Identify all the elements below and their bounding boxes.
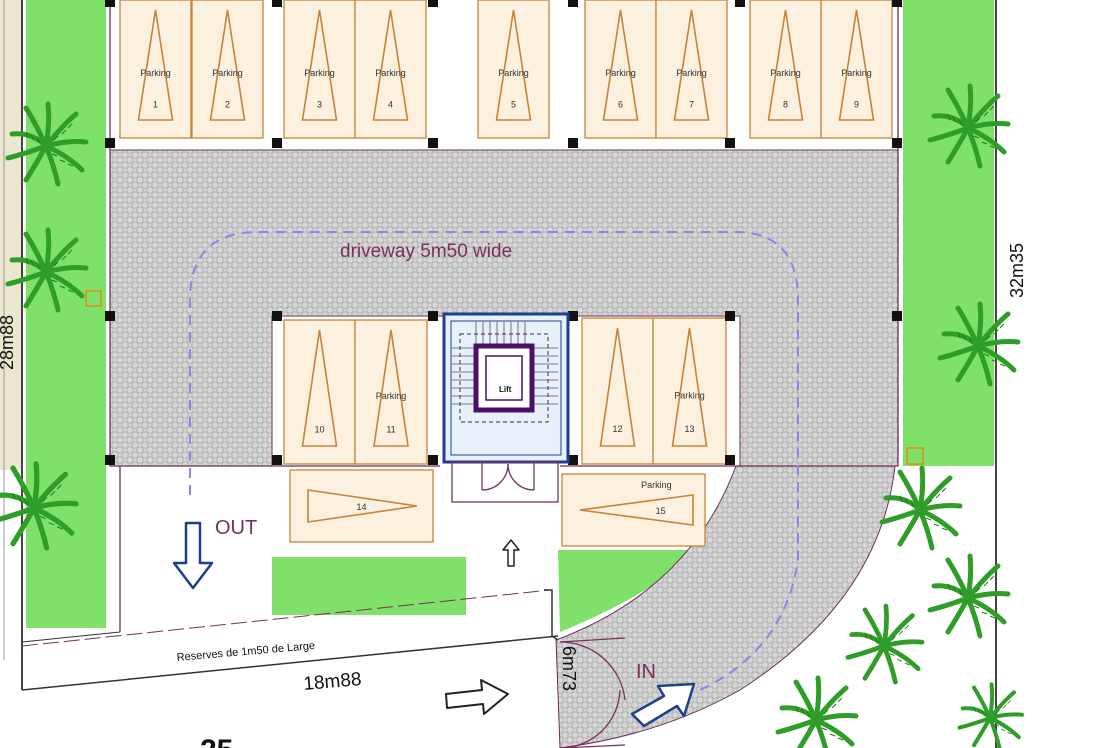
arrow-up-icon [502, 539, 520, 567]
bay-number: 8 [783, 100, 788, 110]
left-grass [26, 0, 106, 628]
stair-lift-core: Lift [442, 312, 570, 464]
bay-word: Parking [376, 391, 407, 401]
bay-word: Parking [770, 68, 801, 78]
bay-number: 9 [854, 100, 859, 110]
bay-number: 10 [314, 424, 324, 434]
bay-number: 5 [511, 100, 516, 110]
reserve-label: Reserves de 1m50 de Large [176, 640, 315, 664]
bay-word: Parking [674, 390, 705, 400]
dimension-left: 28m88 [0, 315, 17, 370]
parking-bay-10: 10 [283, 319, 356, 465]
marker-square-left [85, 290, 102, 307]
parking-bay-3: Parking 3 [283, 0, 356, 139]
bay-number: 15 [656, 506, 666, 516]
parking-bay-2: Parking 2 [191, 0, 264, 139]
driveway-route-line [189, 231, 799, 691]
bay-word: Parking [212, 68, 243, 78]
parking-bay-13: Parking 13 [652, 317, 727, 465]
bay-number: 3 [317, 100, 322, 110]
dimension-bottom: 18m88 [303, 669, 363, 695]
front-grass-right [558, 550, 700, 632]
bottom-parking-row: 14 Parking 15 [289, 469, 706, 547]
palm-tree-icon [882, 468, 960, 548]
arrow-up-right-icon [630, 682, 696, 728]
arrow-right-icon [445, 679, 509, 715]
middle-parking-row: 10 Parking 11 12 Parking 13 [283, 317, 727, 465]
palm-tree-icon [778, 678, 856, 748]
bay-number: 14 [356, 502, 366, 512]
parking-bay-4: Parking 4 [354, 0, 427, 139]
bay-number: 13 [684, 424, 694, 434]
lift-label: Lift [499, 385, 512, 394]
bay-word: Parking [605, 68, 636, 78]
bay-word: Parking [676, 68, 707, 78]
out-label: OUT [215, 517, 257, 539]
dimension-right: 32m35 [1007, 243, 1027, 298]
top-parking-row: Parking 1 Parking 2 Parking 3 Parking 4 Parking 5… [119, 0, 893, 139]
bay-number: 2 [225, 100, 230, 110]
parking-bay-5: Parking 5 [477, 0, 550, 139]
parking-bay-14: 14 [289, 469, 434, 543]
parking-bay-15: Parking 15 [561, 473, 706, 547]
marker-square-right [906, 447, 924, 465]
parking-bay-11: Parking 11 [354, 319, 428, 465]
structural-columns [105, 0, 902, 465]
bay-number: 11 [386, 424, 395, 434]
parking-bay-1: Parking 1 [119, 0, 192, 139]
in-label: IN [636, 661, 656, 683]
bay-word: Parking [304, 68, 335, 78]
arrow-down-icon [172, 521, 214, 590]
entrance-door [451, 461, 559, 503]
palm-tree-icon [960, 684, 1022, 748]
bay-word: Parking [375, 68, 406, 78]
curved-ramp [555, 465, 896, 748]
bay-number: 7 [689, 100, 694, 110]
bay-number: 4 [388, 100, 393, 110]
parking-bay-12: 12 [581, 317, 654, 465]
front-grass-left [272, 557, 466, 615]
palm-tree-icon [848, 606, 922, 682]
dimension-bottom-partial: 25 [200, 734, 233, 748]
bay-word: Parking [841, 68, 872, 78]
parking-bay-9: Parking 9 [820, 0, 893, 139]
parking-bay-7: Parking 7 [655, 0, 728, 139]
bay-number: 6 [618, 100, 623, 110]
parking-bay-8: Parking 8 [749, 0, 822, 139]
bay-word: Parking [641, 480, 672, 490]
bay-number: 1 [153, 100, 158, 110]
parking-bay-6: Parking 6 [584, 0, 657, 139]
right-grass [903, 0, 994, 466]
bay-word: Parking [140, 68, 171, 78]
left-edge-strip [0, 0, 22, 470]
bay-word: Parking [498, 68, 529, 78]
driveway-label: driveway 5m50 wide [340, 241, 512, 262]
bay-number: 12 [612, 424, 622, 434]
dimension-entrance: 6m73 [559, 646, 579, 691]
